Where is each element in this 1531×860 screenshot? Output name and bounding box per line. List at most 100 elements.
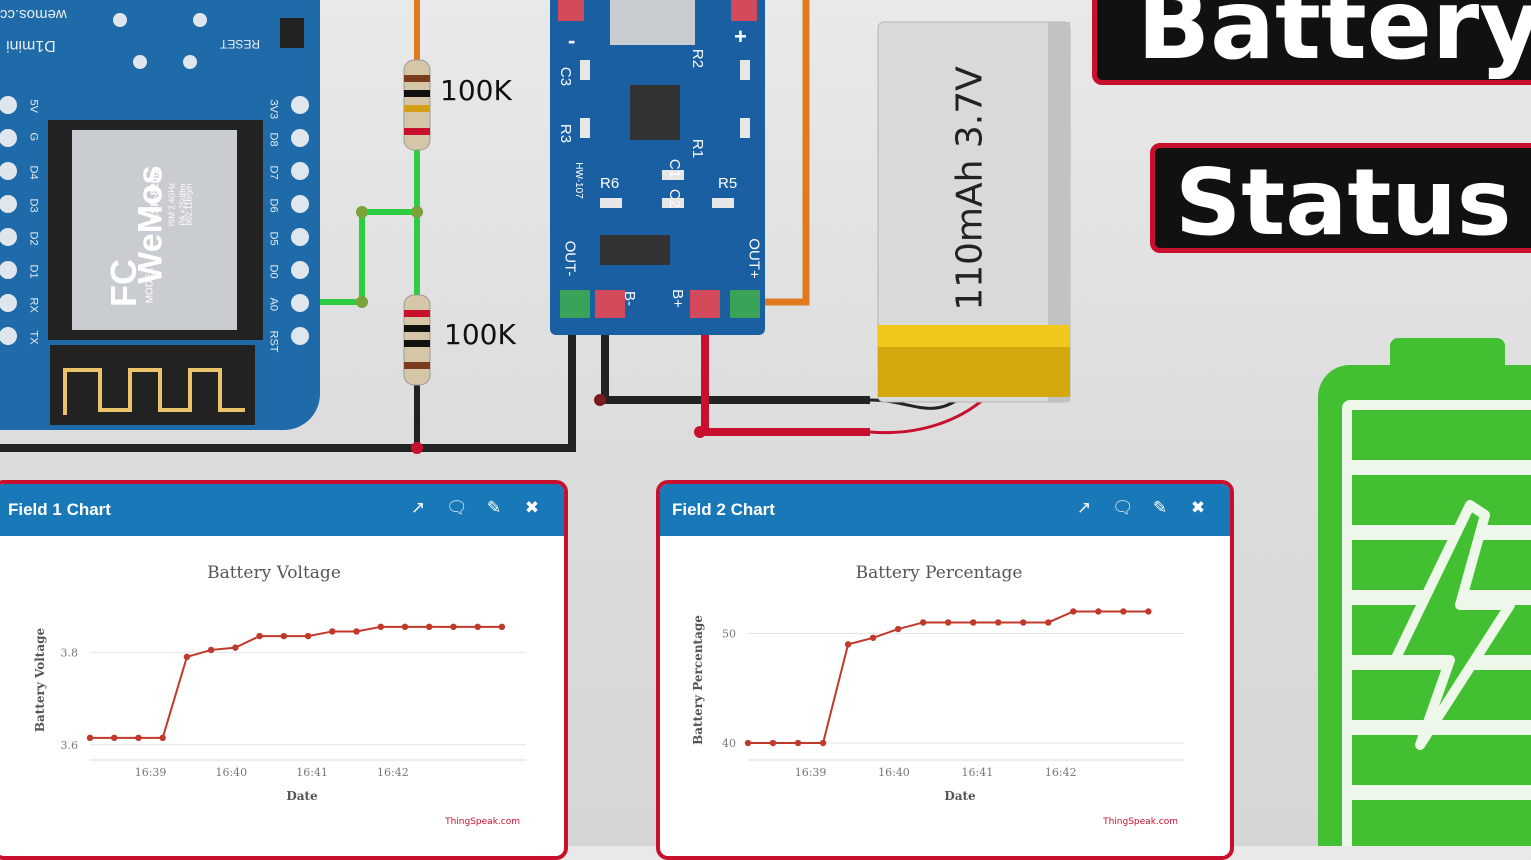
external-link-icon[interactable]: ↗ — [1076, 498, 1092, 517]
data-point — [970, 619, 977, 626]
board-pin-label: D4 — [27, 165, 40, 180]
board-pin-label: TX — [27, 330, 40, 345]
board-pin-label: D5 — [267, 231, 280, 246]
out-positive-wire — [760, 0, 810, 306]
pencil-icon[interactable]: ✎ — [1152, 498, 1168, 517]
charger-silkscreen-label: B- — [621, 291, 638, 306]
data-point — [256, 632, 263, 640]
board-reset-label: RESET — [220, 37, 261, 51]
resistor-top-label: 100K — [440, 74, 512, 107]
chart-title: Battery Percentage — [856, 563, 1023, 583]
board-pin-label: D2 — [27, 231, 40, 246]
board-pin-label: G — [27, 132, 40, 142]
y-tick-label: 3.6 — [61, 739, 79, 752]
board-module-label: ESP-8266 — [149, 170, 162, 222]
board-pin-label: RST — [267, 330, 280, 353]
data-point — [1095, 608, 1102, 615]
panel-title: Field 1 Chart — [8, 500, 111, 519]
data-point — [869, 634, 877, 641]
x-tick-label: 16:42 — [1045, 766, 1077, 779]
external-link-icon[interactable]: ↗ — [410, 498, 426, 517]
y-tick-label: 3.8 — [61, 646, 79, 659]
data-point — [1045, 619, 1052, 626]
charger-silkscreen-label: R5 — [718, 175, 738, 192]
lipo-battery — [877, 21, 1071, 403]
board-pin-label: D0 — [267, 264, 280, 279]
data-point — [135, 734, 142, 742]
field-1-chart-panel: Field 1 Chart ↗ 🗨 ✎ ✖ Battery Voltage 3.6… — [0, 480, 568, 860]
charger-silkscreen-label: R2 — [689, 48, 707, 69]
resistor-top — [403, 59, 431, 151]
chart-title: Battery Voltage — [207, 563, 341, 583]
data-point — [1070, 608, 1077, 615]
data-point — [894, 625, 902, 633]
charger-minus-label: - — [568, 28, 576, 53]
board-pin-label: D7 — [267, 165, 280, 180]
data-point — [86, 734, 94, 742]
charger-silkscreen-label: B+ — [668, 289, 686, 308]
comment-icon[interactable]: 🗨 — [1112, 498, 1134, 517]
resistor-bottom-label: 100K — [444, 318, 516, 351]
charger-silkscreen-label: R1 — [689, 138, 707, 159]
board-pin-label: D6 — [267, 198, 280, 213]
battery-charging-icon — [1318, 338, 1531, 846]
pencil-icon[interactable]: ✎ — [486, 498, 502, 517]
title-battery: Battery — [1092, 0, 1531, 85]
board-pin-label: RX — [27, 297, 40, 313]
x-tick-label: 16:40 — [878, 766, 910, 779]
comment-icon[interactable]: 🗨 — [446, 498, 468, 517]
chart-credit: ThingSpeak.com — [1102, 817, 1178, 827]
charger-silkscreen-label: HW-107 — [572, 162, 584, 199]
charger-silkscreen-label: OUT+ — [745, 238, 763, 279]
battery-lead-red — [869, 396, 986, 435]
x-axis-label: Date — [944, 789, 976, 803]
charger-silkscreen-label: R6 — [600, 175, 620, 192]
panel-title: Field 2 Chart — [672, 500, 775, 519]
charger-silkscreen-label: C3 — [557, 66, 575, 87]
x-tick-label: 16:41 — [296, 766, 328, 779]
charger-plus-label: + — [734, 24, 747, 49]
ground-wire — [0, 310, 576, 452]
y-axis-label: Battery Voltage — [33, 628, 47, 733]
x-tick-label: 16:40 — [215, 766, 247, 779]
data-point — [329, 628, 336, 635]
y-axis-label: Battery Percentage — [691, 615, 705, 745]
data-point — [159, 734, 166, 742]
charger-module — [550, 0, 765, 335]
board-pin-label: A0 — [267, 297, 280, 311]
data-point — [919, 619, 927, 626]
x-axis-label: Date — [286, 789, 318, 803]
charger-silkscreen-label: C2 — [666, 188, 684, 209]
resistor-bottom — [403, 294, 431, 386]
board-name-label: D1mini — [6, 37, 56, 54]
data-point — [401, 623, 409, 631]
data-point — [111, 734, 118, 742]
battery-voltage-chart: Battery Voltage 3.6 3.8 16:39 16:40 16:41 16:4… — [33, 563, 526, 827]
data-point — [450, 623, 457, 631]
board-pin-label: 3V3 — [267, 99, 280, 120]
board-pin-label: D1 — [27, 264, 40, 279]
board-spec-3: 802.11b/g/n — [184, 183, 194, 226]
analog-wire — [300, 209, 417, 305]
board-pin-label: 5V — [27, 99, 40, 113]
close-icon[interactable]: ✖ — [524, 498, 540, 517]
x-tick-label: 16:41 — [962, 766, 994, 779]
data-point — [1020, 619, 1027, 626]
x-tick-label: 16:42 — [377, 766, 409, 779]
series-line — [90, 625, 502, 739]
close-icon[interactable]: ✖ — [1190, 498, 1206, 517]
y-tick-label: 40 — [722, 737, 736, 750]
data-point — [280, 632, 288, 640]
title-status: Status — [1150, 143, 1531, 253]
data-point — [794, 739, 802, 747]
panel-header: Field 1 Chart ↗ 🗨 ✎ ✖ — [0, 484, 564, 536]
board-pin-label: D3 — [27, 198, 40, 213]
data-point — [377, 623, 384, 631]
x-tick-label: 16:39 — [135, 766, 167, 779]
board-pin-label: D8 — [267, 132, 280, 147]
x-tick-label: 16:39 — [795, 766, 827, 779]
